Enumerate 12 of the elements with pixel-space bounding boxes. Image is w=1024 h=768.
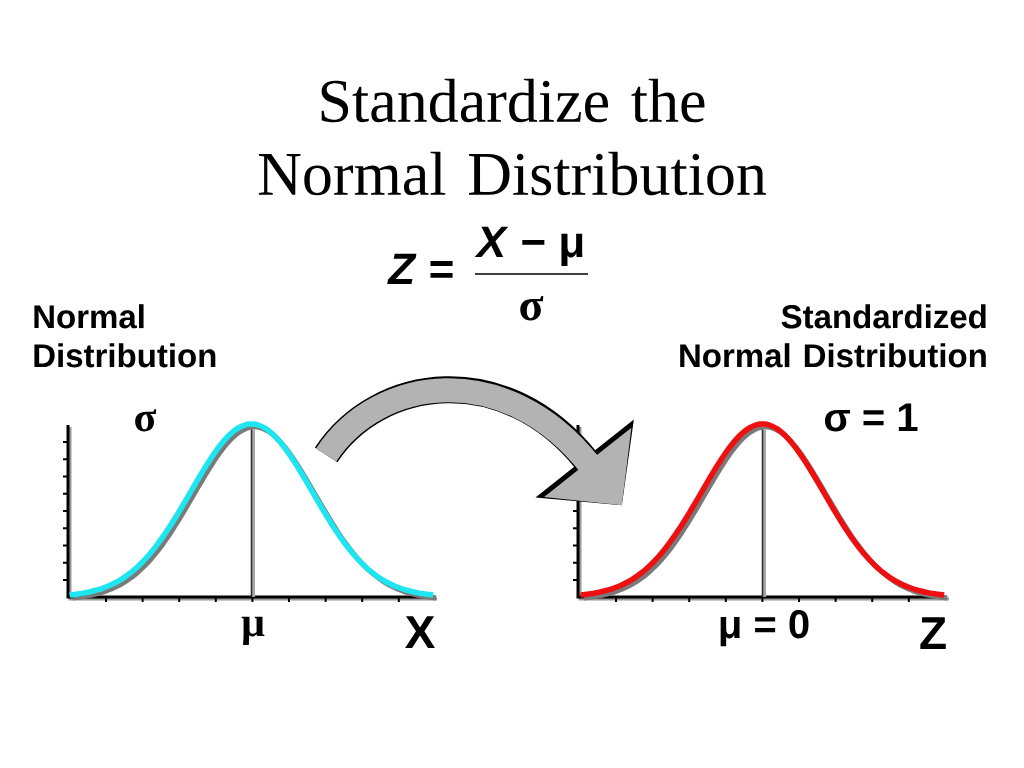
equation-term: Z =	[387, 253, 453, 284]
axis-label: X	[405, 616, 435, 648]
numerator: X − μ	[474, 226, 583, 266]
symbol-label: σ	[135, 409, 157, 432]
symbol-label: σ = 1	[825, 403, 918, 432]
title: Standardize the Normal Distribution	[258, 78, 766, 196]
heading: Normal Distribution	[34, 304, 216, 368]
axis-label: Z	[920, 617, 946, 649]
symbol-label: μ = 0	[720, 610, 809, 647]
denominator: σ	[520, 296, 544, 321]
heading: Standardized Normal Distribution	[680, 304, 986, 368]
symbol-label: μ	[241, 616, 265, 645]
